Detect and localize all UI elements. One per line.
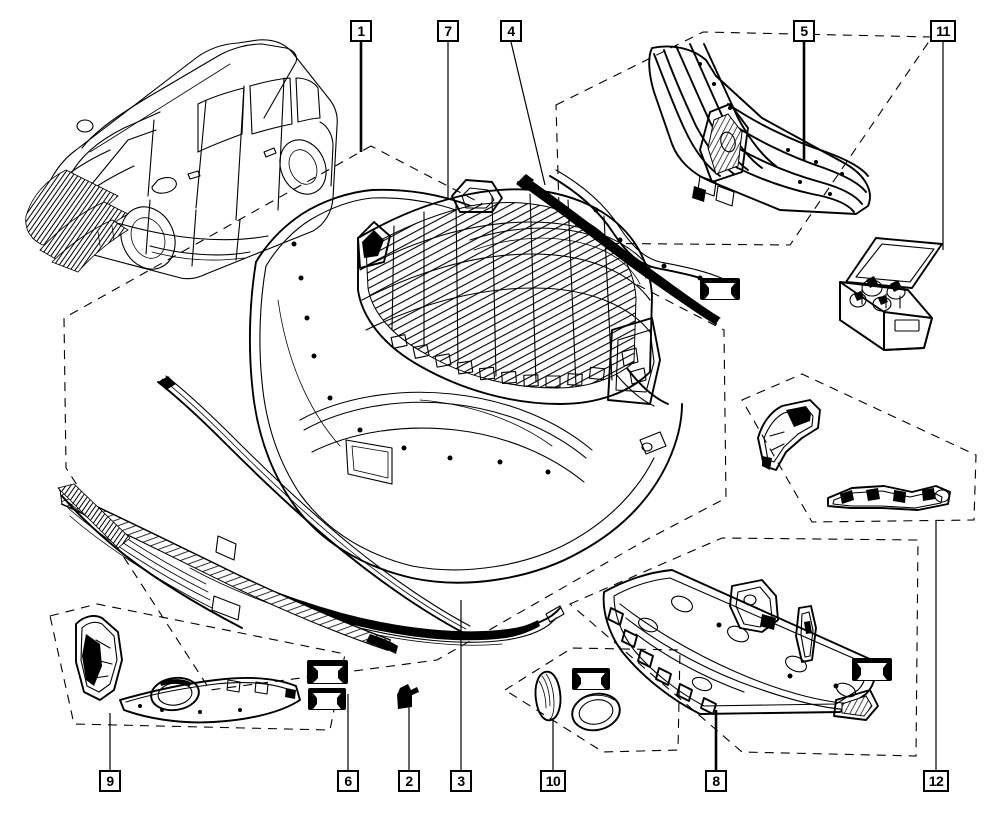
upper-trim-strip-left — [157, 375, 471, 633]
bumper-impact-absorber — [357, 179, 661, 405]
fog-group-badge-plate — [308, 688, 346, 710]
group-boundary-grille — [555, 31, 934, 246]
callout-leader-lines — [109, 41, 944, 770]
group-boundaries — [49, 31, 977, 757]
fog-lamp-and-ring — [534, 668, 621, 732]
callout-10[interactable]: 10 — [540, 770, 566, 792]
callout-6[interactable]: 6 — [337, 770, 359, 792]
callout-4[interactable]: 4 — [500, 20, 522, 42]
vehicle-three-quarter-view — [25, 39, 338, 280]
callout-3[interactable]: 3 — [450, 770, 472, 792]
small-parts-badge-plate — [572, 668, 610, 690]
group-boundary-crossmember — [568, 537, 919, 757]
group-boundary-main — [63, 145, 727, 691]
emblem-badge-plate — [307, 660, 348, 684]
trim-badge-plate — [700, 278, 740, 300]
callout-2[interactable]: 2 — [398, 770, 420, 792]
callout-5[interactable]: 5 — [793, 20, 815, 42]
callout-1[interactable]: 1 — [350, 20, 372, 42]
upper-trim-moldings — [516, 169, 740, 325]
fastener-kit-box — [839, 237, 943, 351]
leader-line-4 — [510, 41, 546, 186]
fog-lamp-bezel-group — [75, 615, 346, 724]
crossmember-badge-plate — [852, 658, 892, 681]
group-boundary-small-parts — [503, 647, 681, 753]
callout-7[interactable]: 7 — [437, 20, 459, 42]
lower-grille-mesh — [57, 483, 398, 654]
lower-crossmember — [602, 569, 892, 721]
side-mounting-brackets — [757, 399, 951, 511]
callout-9[interactable]: 9 — [99, 770, 121, 792]
callout-12[interactable]: 12 — [923, 770, 949, 792]
callout-11[interactable]: 11 — [930, 20, 956, 42]
retaining-clip — [397, 684, 419, 709]
radiator-grille — [648, 43, 871, 215]
callout-8[interactable]: 8 — [705, 770, 727, 792]
group-boundary-brackets — [741, 373, 977, 523]
